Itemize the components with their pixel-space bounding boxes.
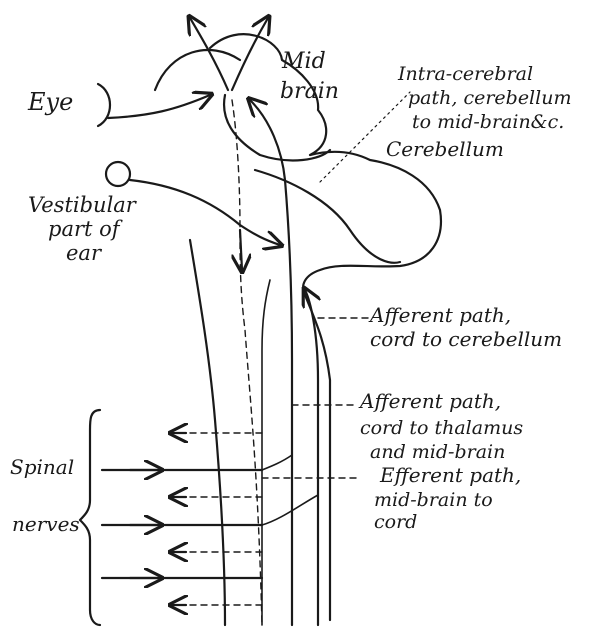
mid-brain-label-1: Mid bbox=[281, 49, 326, 74]
afferent-cerebellum-label-1: Afferent path, bbox=[368, 303, 511, 327]
mid-brain-label-2: brain bbox=[280, 79, 339, 104]
vestibular-ear-symbol bbox=[106, 162, 130, 186]
vestibular-path bbox=[130, 180, 280, 245]
eye-path bbox=[108, 95, 210, 118]
nerves-label: nerves bbox=[12, 512, 80, 536]
inner-ascending-path bbox=[262, 280, 270, 625]
spinal-label: Spinal bbox=[10, 455, 74, 479]
midbrain-top-arc bbox=[155, 50, 240, 90]
afferent-thalamus-path bbox=[250, 100, 292, 625]
spinal-nerves-bracket bbox=[80, 410, 100, 625]
afferent-cerebellum-label-2: cord to cerebellum bbox=[370, 327, 562, 351]
afferent-connector-2 bbox=[262, 495, 318, 525]
afferent-thalamus-label-1: Afferent path, bbox=[358, 389, 501, 413]
eye-symbol bbox=[98, 84, 110, 126]
mid-brain-arrow-right bbox=[232, 18, 268, 90]
intra-cerebral-label-3: to mid-brain&c. bbox=[412, 111, 564, 133]
afferent-connector-1 bbox=[262, 455, 292, 470]
afferent-thalamus-label-3: and mid-brain bbox=[370, 441, 505, 463]
intra-cerebral-label-1: Intra-cerebral bbox=[397, 63, 533, 85]
intra-cerebral-label-2: path, cerebellum bbox=[408, 87, 571, 109]
efferent-path bbox=[232, 100, 262, 625]
efferent-label-1: Efferent path, bbox=[379, 463, 521, 487]
efferent-label-2: mid-brain to bbox=[374, 489, 493, 511]
afferent-thalamus-label-2: cord to thalamus bbox=[360, 417, 523, 439]
afferent-cerebellum-path bbox=[305, 290, 318, 625]
efferent-label-3: cord bbox=[374, 511, 417, 533]
midbrain-inner-curve bbox=[224, 95, 330, 160]
cerebellum-inner-curve bbox=[255, 170, 400, 263]
mid-brain-arrow-left bbox=[190, 18, 228, 90]
cerebellum-label: Cerebellum bbox=[386, 137, 504, 161]
eye-label: Eye bbox=[27, 88, 73, 116]
vestibular-label-3: ear bbox=[66, 241, 103, 265]
vestibular-label-1: Vestibular bbox=[28, 193, 138, 217]
vestibular-label-2: part of bbox=[48, 217, 123, 241]
